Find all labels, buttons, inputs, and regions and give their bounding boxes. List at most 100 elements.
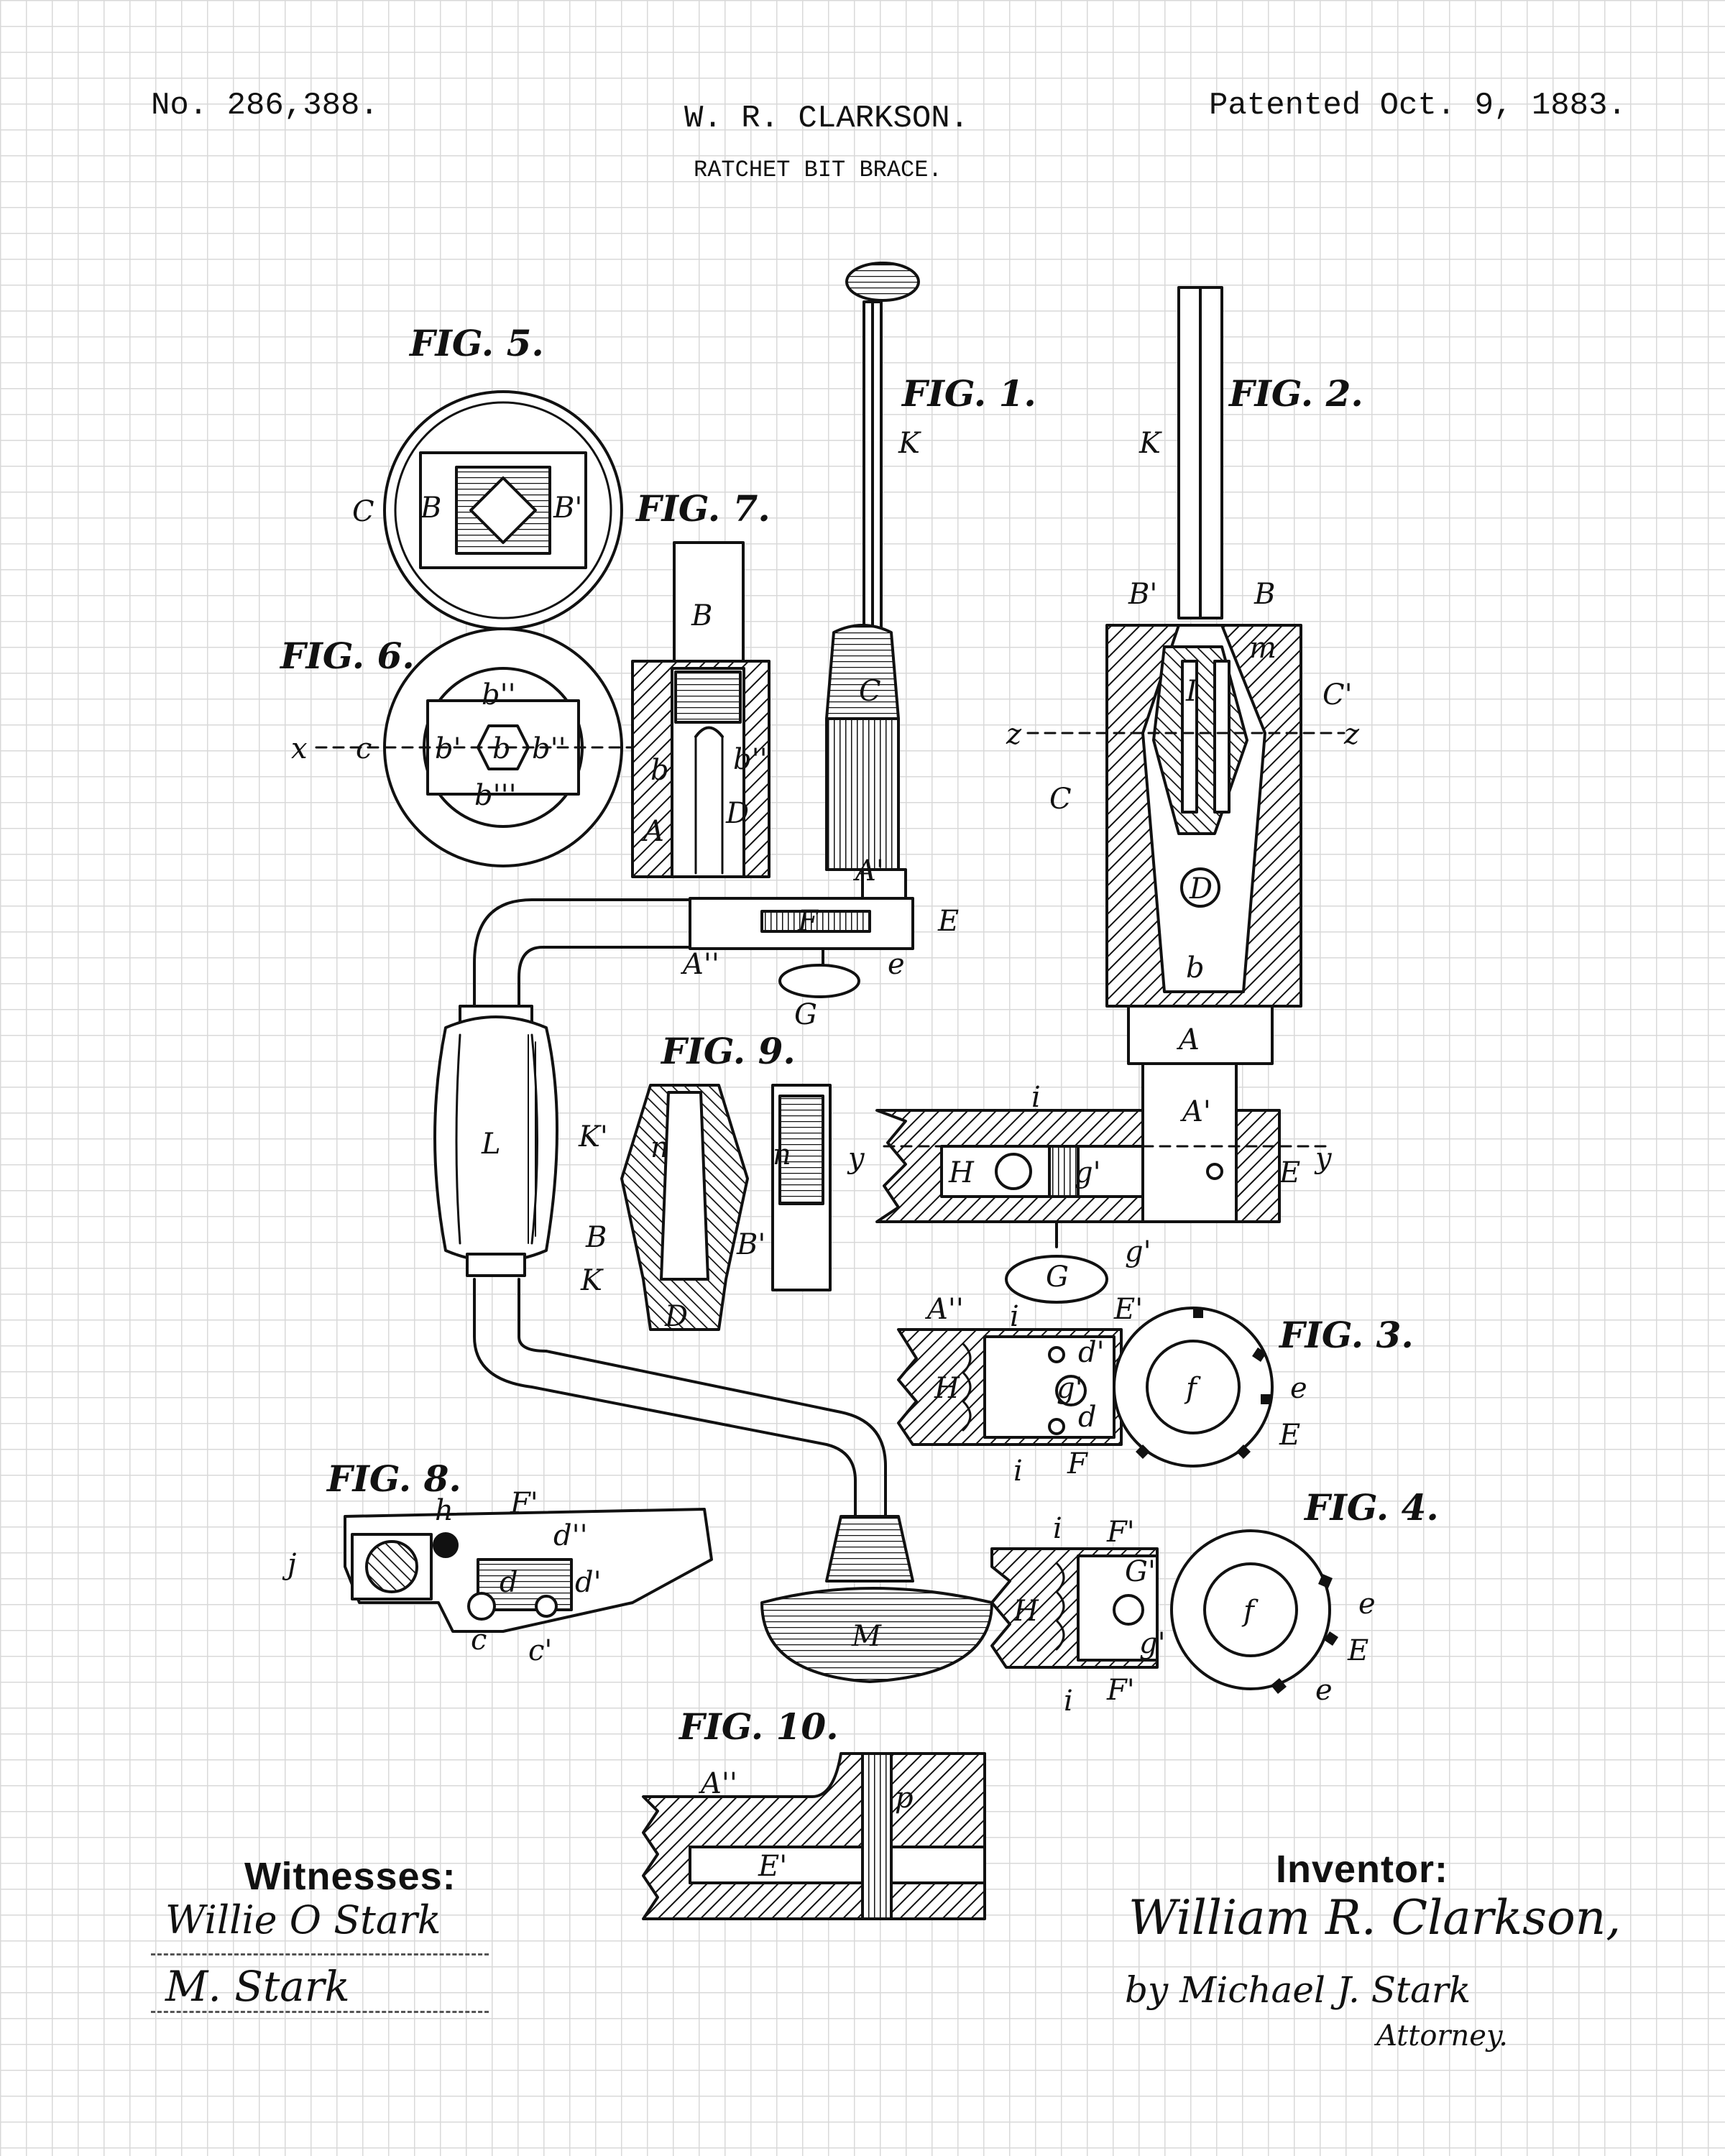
label-G-fig1: G bbox=[794, 998, 817, 1031]
label-I-fig2: I bbox=[1185, 675, 1198, 708]
inventor-heading: W. R. CLARKSON. bbox=[684, 101, 970, 137]
label-g-fig4: g' bbox=[1139, 1627, 1166, 1660]
label-M-fig1: M bbox=[851, 1620, 882, 1653]
label-i-fig3-top: i bbox=[1010, 1300, 1019, 1333]
label-g1-fig2: g' bbox=[1125, 1235, 1151, 1268]
fig3-ratchet bbox=[897, 1307, 1274, 1468]
attorney-role: Attorney. bbox=[1376, 2019, 1508, 2053]
fig1-brace bbox=[433, 262, 993, 1683]
label-F-fig1: F bbox=[797, 905, 819, 938]
label-A2-fig1: A'' bbox=[680, 948, 719, 981]
label-D-fig9: D bbox=[664, 1300, 688, 1333]
label-C-fig1: C bbox=[859, 675, 881, 708]
label-n-fig9-right: n bbox=[773, 1138, 791, 1171]
label-B-fig9: B bbox=[585, 1221, 607, 1254]
label-K1-fig9: K' bbox=[578, 1120, 608, 1153]
label-e-fig1: e bbox=[888, 948, 905, 981]
label-b1-fig6: b' bbox=[435, 732, 461, 765]
label-F-fig3: F bbox=[1067, 1447, 1088, 1480]
label-h-fig8: h bbox=[435, 1494, 454, 1527]
label-z-left: z bbox=[1006, 718, 1022, 751]
fig1-handle bbox=[433, 1015, 558, 1263]
label-A-fig7: A bbox=[640, 815, 664, 848]
label-H-fig2: H bbox=[948, 1156, 975, 1189]
witnesses-caption: Witnesses: bbox=[244, 1855, 456, 1898]
label-B-fig2: B bbox=[1254, 578, 1275, 611]
label-K-fig9: K bbox=[580, 1264, 604, 1297]
witness-line-2 bbox=[151, 2011, 489, 2013]
fig1-lower-bend bbox=[473, 1278, 857, 1518]
label-e-fig3: e bbox=[1290, 1372, 1307, 1405]
label-L-fig1: L bbox=[481, 1128, 501, 1161]
patent-title: RATCHET BIT BRACE. bbox=[694, 157, 942, 183]
label-i-fig3-bottom: i bbox=[1013, 1455, 1023, 1488]
label-b-fig6: b bbox=[492, 732, 511, 765]
fig6-caption: FIG. 6. bbox=[279, 635, 415, 677]
fig7-caption: FIG. 7. bbox=[635, 487, 770, 530]
label-z-right: z bbox=[1343, 718, 1360, 751]
label-B-fig7: B bbox=[691, 599, 712, 632]
inventor-signature: William R. Clarkson, bbox=[1128, 1890, 1622, 1945]
fig8-caption: FIG. 8. bbox=[326, 1457, 461, 1500]
fig3-caption: FIG. 3. bbox=[1278, 1314, 1414, 1356]
label-A-fig2: A bbox=[1176, 1023, 1200, 1056]
fig1-upper-bend bbox=[473, 898, 691, 1008]
label-b-fig2: b bbox=[1186, 952, 1205, 985]
fig7-jaw-detail bbox=[631, 541, 770, 878]
label-A2-fig10: A'' bbox=[698, 1767, 737, 1800]
label-b2-fig6-top: b'' bbox=[482, 678, 516, 711]
fig1-caption: FIG. 1. bbox=[901, 372, 1036, 415]
label-c1-fig8: c' bbox=[528, 1634, 552, 1667]
witness-line-1 bbox=[151, 1953, 489, 1955]
patent-date: Patented Oct. 9, 1883. bbox=[1209, 88, 1627, 124]
label-i-fig2: i bbox=[1031, 1081, 1041, 1114]
label-d2-fig8: d'' bbox=[553, 1519, 588, 1552]
fig1-head-knob bbox=[845, 262, 920, 302]
label-d1-fig3: d' bbox=[1078, 1336, 1105, 1369]
label-H-fig3: H bbox=[934, 1372, 960, 1405]
label-n-fig9-left: n bbox=[650, 1131, 669, 1164]
fig2-collar bbox=[1127, 1005, 1274, 1065]
label-j-fig8: j bbox=[282, 1548, 296, 1581]
label-E-fig1: E bbox=[937, 905, 959, 938]
fig6-collar-section bbox=[315, 627, 691, 867]
label-y-left: y bbox=[847, 1142, 865, 1175]
label-B1-fig5: B' bbox=[553, 492, 582, 525]
label-d1-fig8: d' bbox=[575, 1566, 602, 1599]
label-i-fig4-bottom: i bbox=[1064, 1685, 1073, 1718]
label-g-fig2: g' bbox=[1075, 1156, 1101, 1189]
label-e-fig4-bottom: e bbox=[1315, 1674, 1333, 1707]
label-K-fig1: K bbox=[898, 427, 921, 460]
fig2-chuck-section bbox=[875, 286, 1346, 1304]
label-E-fig4: E bbox=[1347, 1634, 1368, 1667]
label-C-fig5: C bbox=[352, 495, 374, 528]
label-b2-fig7: b'' bbox=[733, 743, 768, 776]
label-c-fig6: c bbox=[356, 732, 372, 765]
inventor-caption: Inventor: bbox=[1276, 1848, 1449, 1891]
fig4-caption: FIG. 4. bbox=[1303, 1486, 1439, 1529]
fig10-caption: FIG. 10. bbox=[678, 1705, 839, 1748]
label-B1-fig2: B' bbox=[1128, 578, 1157, 611]
label-m-fig2: m bbox=[1249, 632, 1276, 665]
fig1-head-pad bbox=[760, 1587, 993, 1683]
label-D-fig7: D bbox=[725, 797, 749, 830]
label-b3-fig6: b''' bbox=[474, 779, 517, 812]
label-c-fig8: c bbox=[471, 1623, 487, 1657]
fig8-pawl bbox=[344, 1508, 713, 1633]
fig9-jaws bbox=[620, 1084, 832, 1331]
label-F1-fig4-top: F' bbox=[1106, 1516, 1135, 1549]
label-b2-fig6-right: b'' bbox=[532, 732, 566, 765]
patent-number: No. 286,388. bbox=[151, 88, 379, 124]
label-A2-fig3: A'' bbox=[924, 1293, 964, 1326]
label-F1-fig4-bottom: F' bbox=[1106, 1674, 1135, 1707]
label-C-fig2: C bbox=[1049, 783, 1072, 816]
label-d-fig3: d bbox=[1078, 1401, 1097, 1434]
label-e-fig4-top: e bbox=[1358, 1588, 1376, 1621]
witness-signature-1: Willie O Stark bbox=[165, 1897, 441, 1943]
label-A1-fig2: A' bbox=[1179, 1095, 1211, 1128]
label-i-fig4-top: i bbox=[1053, 1512, 1062, 1545]
fig1-pawl-knob bbox=[778, 964, 860, 998]
label-x-fig6: x bbox=[291, 732, 308, 765]
label-A1-fig1: A' bbox=[852, 854, 884, 888]
